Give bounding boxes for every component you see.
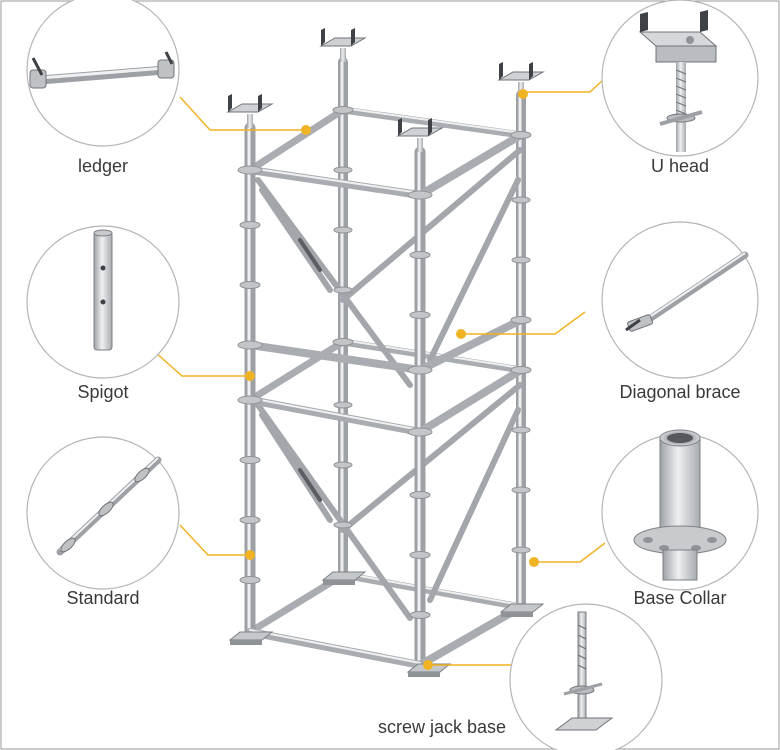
ledger-icon (29, 51, 175, 89)
screw-jack-base-icon (554, 611, 614, 731)
callout-circles (26, 0, 759, 750)
leader-dots (245, 89, 539, 670)
tower-base-plates (228, 571, 545, 677)
standard-front-right (414, 146, 426, 671)
rosettes (237, 106, 532, 619)
label-screw-jack-base: screw jack base (377, 717, 507, 737)
label-ledger: ledger (77, 156, 129, 176)
label-u-head: U head (650, 156, 710, 176)
standard-icon (56, 456, 162, 556)
spigot-icon (93, 229, 113, 351)
label-diagonal-brace: Diagonal brace (619, 382, 741, 402)
label-spigot: Spigot (77, 382, 129, 402)
diagonal-brace-icon (625, 251, 749, 332)
u-head-icon (638, 10, 718, 152)
base-collar-icon (633, 429, 727, 581)
label-base-collar: Base Collar (633, 588, 727, 608)
diagonal-braces (255, 147, 523, 621)
label-standard: Standard (66, 588, 140, 608)
scaffold-tower (226, 28, 545, 677)
tower-u-heads (226, 28, 545, 152)
standard-back-right (516, 90, 526, 612)
leader-lines (154, 79, 606, 666)
standard-back-left (338, 57, 348, 580)
